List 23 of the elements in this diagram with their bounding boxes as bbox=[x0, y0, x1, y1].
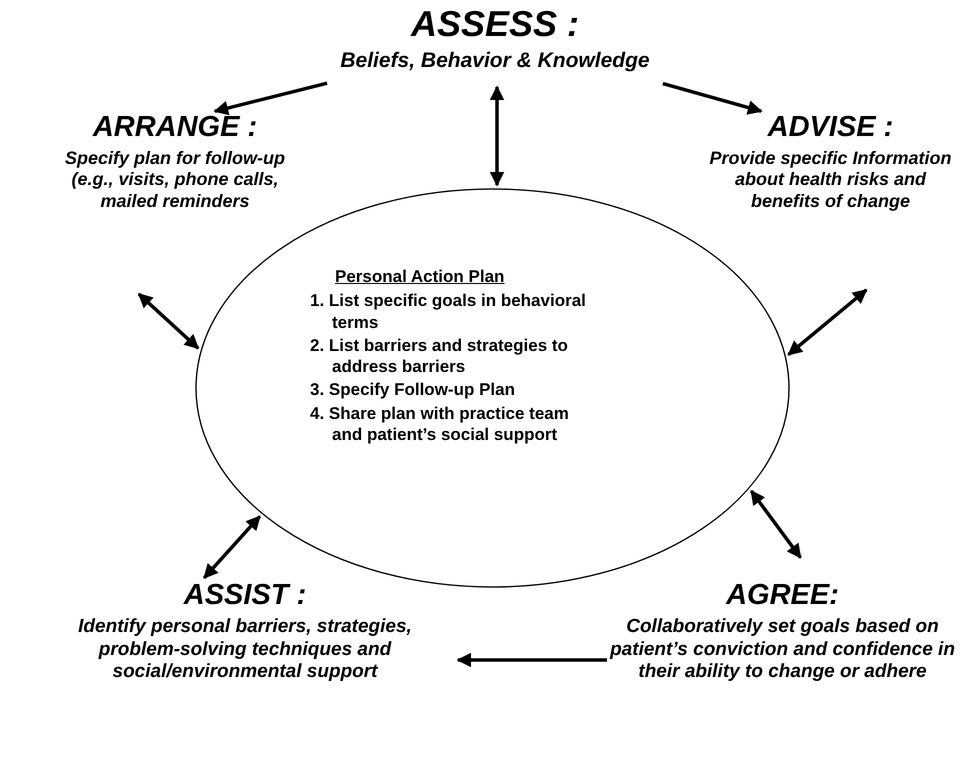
step-description: Collaboratively set goals based on patient’s conviction and confidence in their ability to change or adhere bbox=[610, 616, 955, 684]
arrow bbox=[203, 515, 261, 579]
arrow bbox=[750, 490, 802, 559]
plan-item: 1. List specific goals in behavioral terms bbox=[310, 290, 587, 333]
arrow bbox=[456, 652, 607, 668]
arrow bbox=[213, 82, 328, 116]
step-description: Provide specific Information about health risks and benefits of change bbox=[708, 148, 953, 213]
step-description: Identify personal barriers, strategies, problem-solving techniques and social/environmental support bbox=[77, 616, 413, 684]
plan-heading: Personal Action Plan bbox=[335, 266, 506, 288]
step-title: AGREE: bbox=[726, 580, 839, 612]
step-description: Specify plan for follow-up (e.g., visits, phone calls, mailed reminders bbox=[64, 148, 286, 213]
plan-item: 4. Share plan with practice team and patient’s social support bbox=[310, 402, 570, 445]
step-description: Beliefs, Behavior & Knowledge bbox=[340, 48, 650, 73]
step-title: ASSESS : bbox=[410, 4, 580, 44]
step-title: ASSIST : bbox=[184, 580, 306, 612]
arrow bbox=[787, 288, 868, 356]
arrow bbox=[662, 82, 763, 115]
step-title: ADVISE : bbox=[768, 112, 894, 144]
arrow bbox=[490, 86, 504, 186]
plan-item: 3. Specify Follow-up Plan bbox=[310, 379, 516, 400]
step-title: ARRANGE : bbox=[92, 112, 258, 144]
arrow bbox=[138, 292, 200, 350]
plan-item: 2. List barriers and strategies to address barriers bbox=[310, 334, 569, 378]
